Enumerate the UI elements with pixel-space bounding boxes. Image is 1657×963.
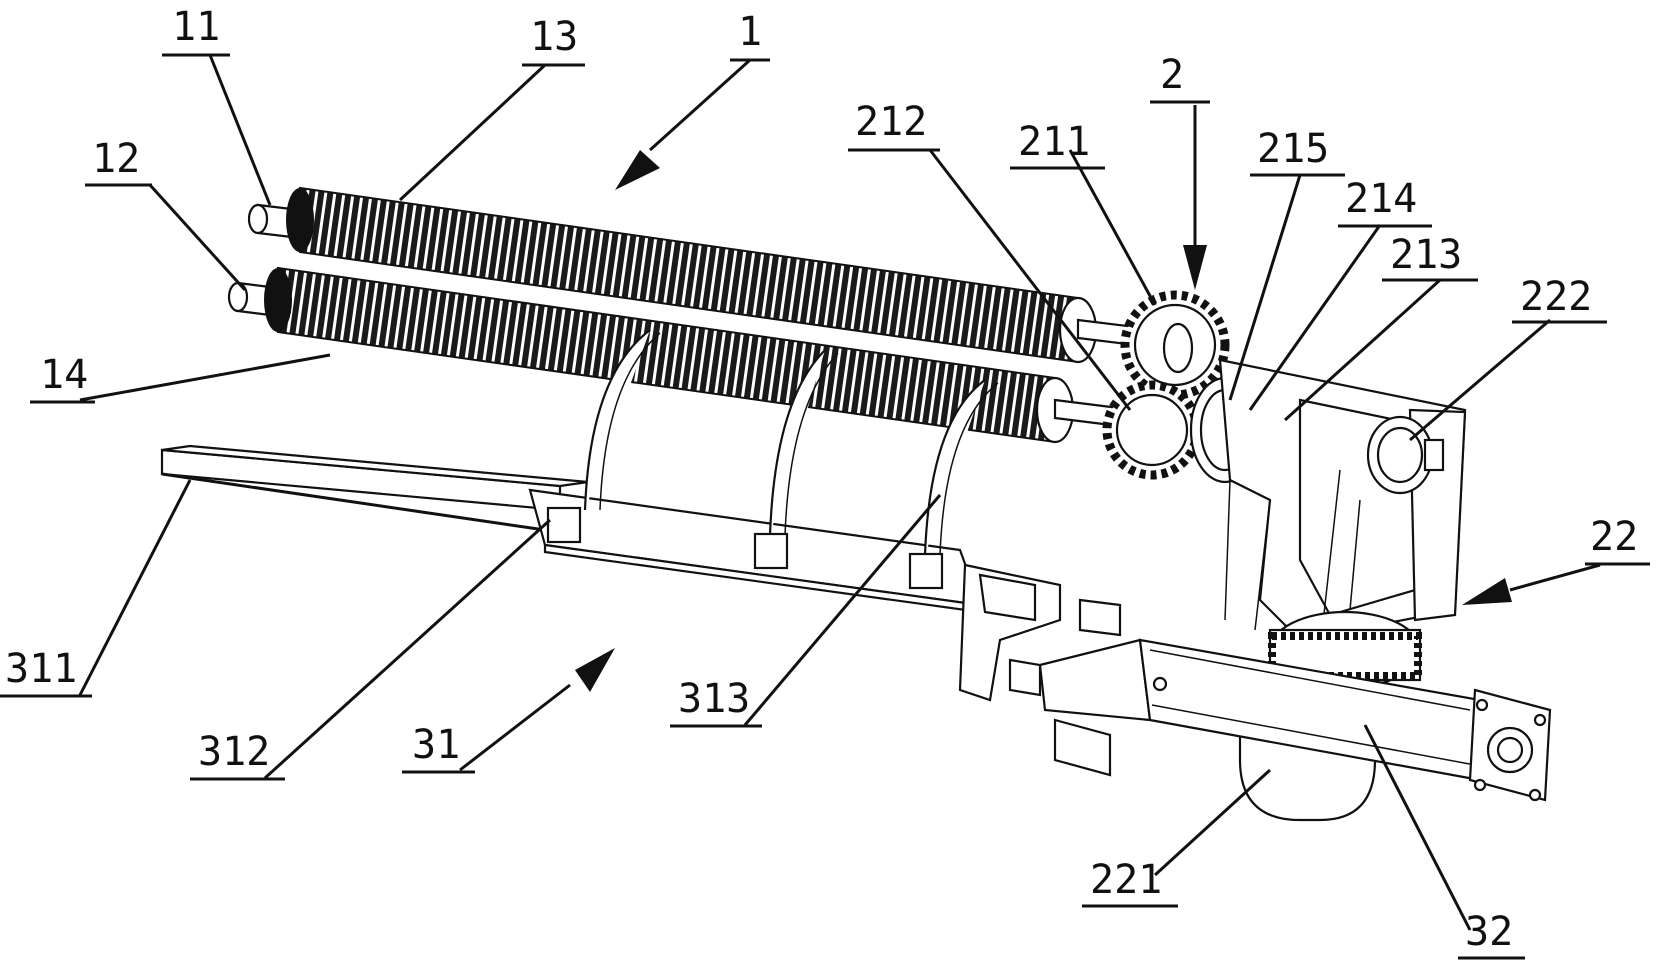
label-313: 313 (678, 676, 750, 722)
arrows (459, 58, 1601, 772)
label-211: 211 (1018, 119, 1090, 165)
gear-211 (1120, 290, 1230, 400)
label-311: 311 (5, 646, 77, 692)
arrow-1-head (615, 150, 660, 190)
label-22: 22 (1590, 514, 1638, 560)
arrow-22-line (1509, 563, 1601, 592)
roller-assembly (227, 186, 1162, 444)
label-215: 215 (1257, 126, 1329, 172)
label-212: 212 (855, 99, 927, 145)
slider-block (1078, 598, 1122, 637)
label-222: 222 (1520, 274, 1592, 320)
actuator-end-cap (1468, 688, 1552, 802)
label-11: 11 (172, 4, 220, 50)
label-213: 213 (1390, 232, 1462, 278)
arrow-22-head (1462, 578, 1512, 605)
arrow-2-head (1183, 245, 1207, 290)
clamps-313 (546, 329, 999, 590)
arrow-31-head (575, 648, 615, 692)
label-1: 1 (738, 9, 762, 55)
actuator-32 (1038, 638, 1552, 802)
labels: 11 13 1 12 14 2 212 211 215 214 213 222 … (0, 4, 1650, 960)
label-312: 312 (198, 729, 270, 775)
end-bracket (958, 563, 1062, 702)
label-13: 13 (530, 14, 578, 60)
disc-222 (1366, 415, 1445, 495)
label-2: 2 (1160, 52, 1184, 98)
actuator-rod-end (1038, 638, 1152, 722)
label-12: 12 (92, 136, 140, 182)
arrow-31-line (459, 683, 571, 772)
label-32: 32 (1465, 909, 1513, 955)
drive-unit (1102, 290, 1467, 822)
frame-31 (160, 329, 1122, 702)
actuator-foot (1053, 718, 1112, 777)
leader-lines (78, 54, 1551, 931)
label-214: 214 (1345, 176, 1417, 222)
roller-13 (286, 186, 1098, 364)
label-221: 221 (1090, 857, 1162, 903)
bar-311 (160, 444, 589, 532)
gearbox-housing (1218, 358, 1467, 651)
arrow-1-line (648, 58, 752, 152)
label-14: 14 (40, 352, 88, 398)
label-31: 31 (412, 722, 460, 768)
